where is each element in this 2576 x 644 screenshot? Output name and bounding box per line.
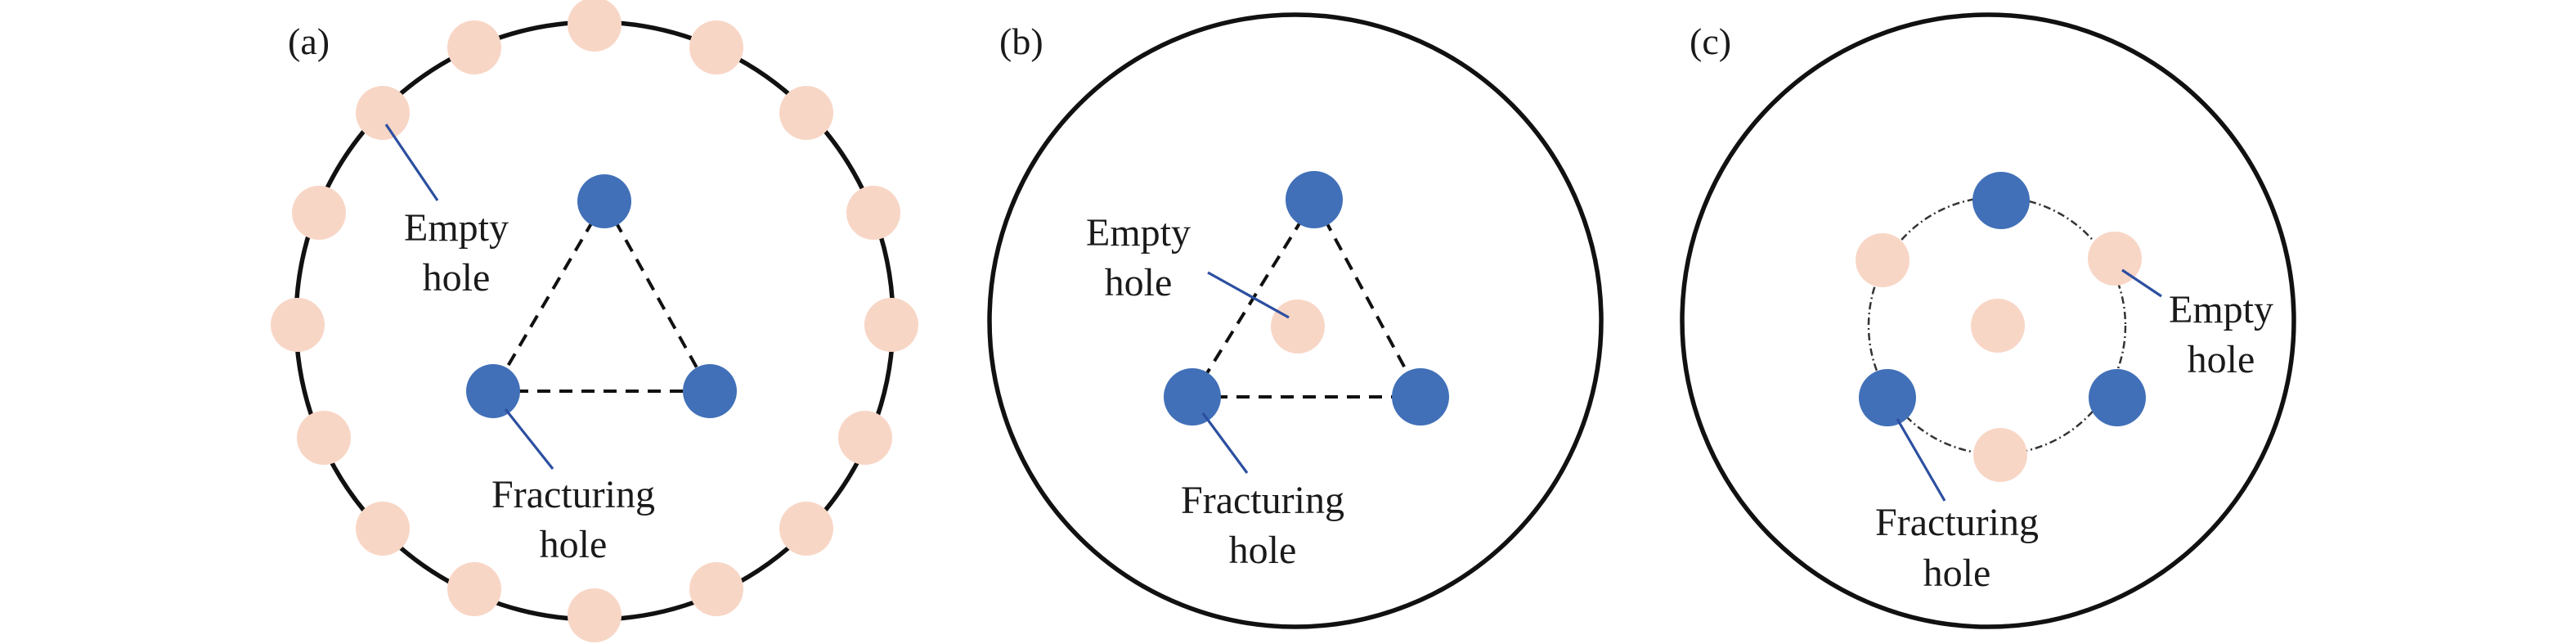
panel-a-empty-hole-text-line-2: hole bbox=[423, 256, 491, 299]
panel-a-triangle-edge-left bbox=[491, 200, 606, 393]
panel-a-empty-hole-4 bbox=[846, 186, 900, 240]
panel-a-fracturing-hole-text-line-2: hole bbox=[540, 523, 608, 566]
panel-b-empty-hole-leader-line bbox=[1207, 271, 1290, 319]
panel-a: (a) bbox=[271, 0, 918, 642]
panel-b-fracturing-hole-right bbox=[1392, 368, 1449, 426]
panel-a-empty-hole-5 bbox=[864, 298, 918, 352]
panel-a-fracturing-hole-callout: Fracturing hole bbox=[491, 408, 655, 566]
panel-b-triangle-edge-right bbox=[1313, 199, 1422, 398]
panel-a-empty-hole-10 bbox=[447, 562, 501, 616]
panel-a-empty-hole-16 bbox=[447, 20, 501, 74]
panel-a-empty-hole-text-line-1: Empty bbox=[404, 206, 509, 250]
panel-a-empty-hole-ring bbox=[271, 0, 918, 642]
panel-a-empty-hole-2 bbox=[689, 20, 743, 74]
panel-a-empty-hole-1 bbox=[568, 0, 622, 52]
panel-b-empty-hole-center bbox=[1271, 299, 1325, 354]
panel-b-empty-hole-text-line-1: Empty bbox=[1086, 211, 1191, 254]
panel-c-empty-hole-bottom bbox=[1973, 428, 2027, 482]
panel-b-empty-hole-callout: Empty hole bbox=[1086, 211, 1290, 319]
panel-c-empty-hole-leader-line bbox=[2121, 268, 2162, 298]
panel-a-fracturing-hole-leader-line bbox=[504, 408, 554, 470]
panel-a-label: (a) bbox=[288, 20, 330, 62]
panel-a-empty-hole-13 bbox=[271, 298, 325, 352]
panel-c-fracturing-hole-top bbox=[1972, 172, 2030, 229]
panel-c-hole-ring bbox=[1856, 172, 2146, 482]
panel-c-fracturing-hole-lower-left bbox=[1859, 369, 1916, 426]
panel-b-empty-hole-text-line-2: hole bbox=[1105, 261, 1173, 304]
panel-b-fracturing-hole-text-line-2: hole bbox=[1229, 529, 1297, 572]
panel-a-empty-hole-callout: Empty hole bbox=[384, 124, 509, 299]
panel-b-outer-boundary bbox=[987, 12, 1604, 629]
panel-a-empty-hole-7 bbox=[779, 502, 833, 556]
panel-c-fracturing-hole-lower-right bbox=[2089, 369, 2146, 426]
panel-b-fracturing-hole-callout: Fracturing hole bbox=[1181, 412, 1344, 572]
panel-c-empty-hole-upper-left bbox=[1856, 233, 1910, 287]
panel-b-fracturing-triangle bbox=[1164, 171, 1449, 426]
panel-a-empty-hole-6 bbox=[838, 411, 892, 465]
panel-c-fracturing-hole-leader-line bbox=[1896, 418, 1946, 502]
panel-a-triangle-edge-right bbox=[603, 200, 711, 392]
panel-b-label: (b) bbox=[999, 20, 1043, 62]
panel-a-fracturing-triangle bbox=[466, 174, 737, 418]
panel-a-empty-hole-3 bbox=[779, 86, 833, 140]
panel-c-fracturing-hole-text-line-1: Fracturing bbox=[1875, 501, 2039, 544]
panel-b-fracturing-hole-text-line-1: Fracturing bbox=[1181, 479, 1344, 522]
panel-a-empty-hole-8 bbox=[689, 562, 743, 616]
panel-b: (b) Empty hole Fracturing hole bbox=[987, 12, 1604, 629]
panel-a-fracturing-hole-right bbox=[683, 364, 737, 418]
panel-c-empty-hole-text-line-1: Empty bbox=[2169, 288, 2273, 331]
panel-a-empty-hole-leader-line bbox=[384, 124, 439, 201]
panel-c-fracturing-hole-callout: Fracturing hole bbox=[1875, 418, 2039, 595]
panel-c-outer-boundary bbox=[1680, 12, 2296, 629]
panel-c-empty-hole-center bbox=[1971, 299, 2025, 353]
panel-a-empty-hole-12 bbox=[297, 411, 351, 465]
panel-a-empty-hole-11 bbox=[356, 502, 410, 556]
panel-b-fracturing-hole-top bbox=[1286, 171, 1343, 228]
panel-a-empty-hole-14 bbox=[292, 186, 346, 240]
panel-b-fracturing-hole-leader-line bbox=[1201, 412, 1249, 474]
panel-a-fracturing-hole-left bbox=[466, 364, 520, 418]
panel-a-empty-hole-9 bbox=[568, 588, 622, 642]
panel-c-label: (c) bbox=[1690, 20, 1731, 62]
panel-c: (c) Empty hole Fracturing hole bbox=[1680, 12, 2296, 629]
panel-c-empty-hole-callout: Empty hole bbox=[2121, 268, 2273, 381]
panel-c-empty-hole-upper-right bbox=[2088, 232, 2142, 286]
panel-a-fracturing-hole-text-line-1: Fracturing bbox=[491, 473, 655, 516]
panel-c-fracturing-hole-text-line-2: hole bbox=[1923, 552, 1991, 595]
panel-c-empty-hole-text-line-2: hole bbox=[2188, 338, 2255, 381]
panel-a-empty-hole-15 bbox=[356, 86, 410, 140]
panel-c-hole-ring-circle bbox=[1867, 196, 2127, 456]
panel-a-fracturing-hole-top bbox=[577, 174, 631, 228]
panel-b-fracturing-hole-left bbox=[1164, 368, 1221, 426]
